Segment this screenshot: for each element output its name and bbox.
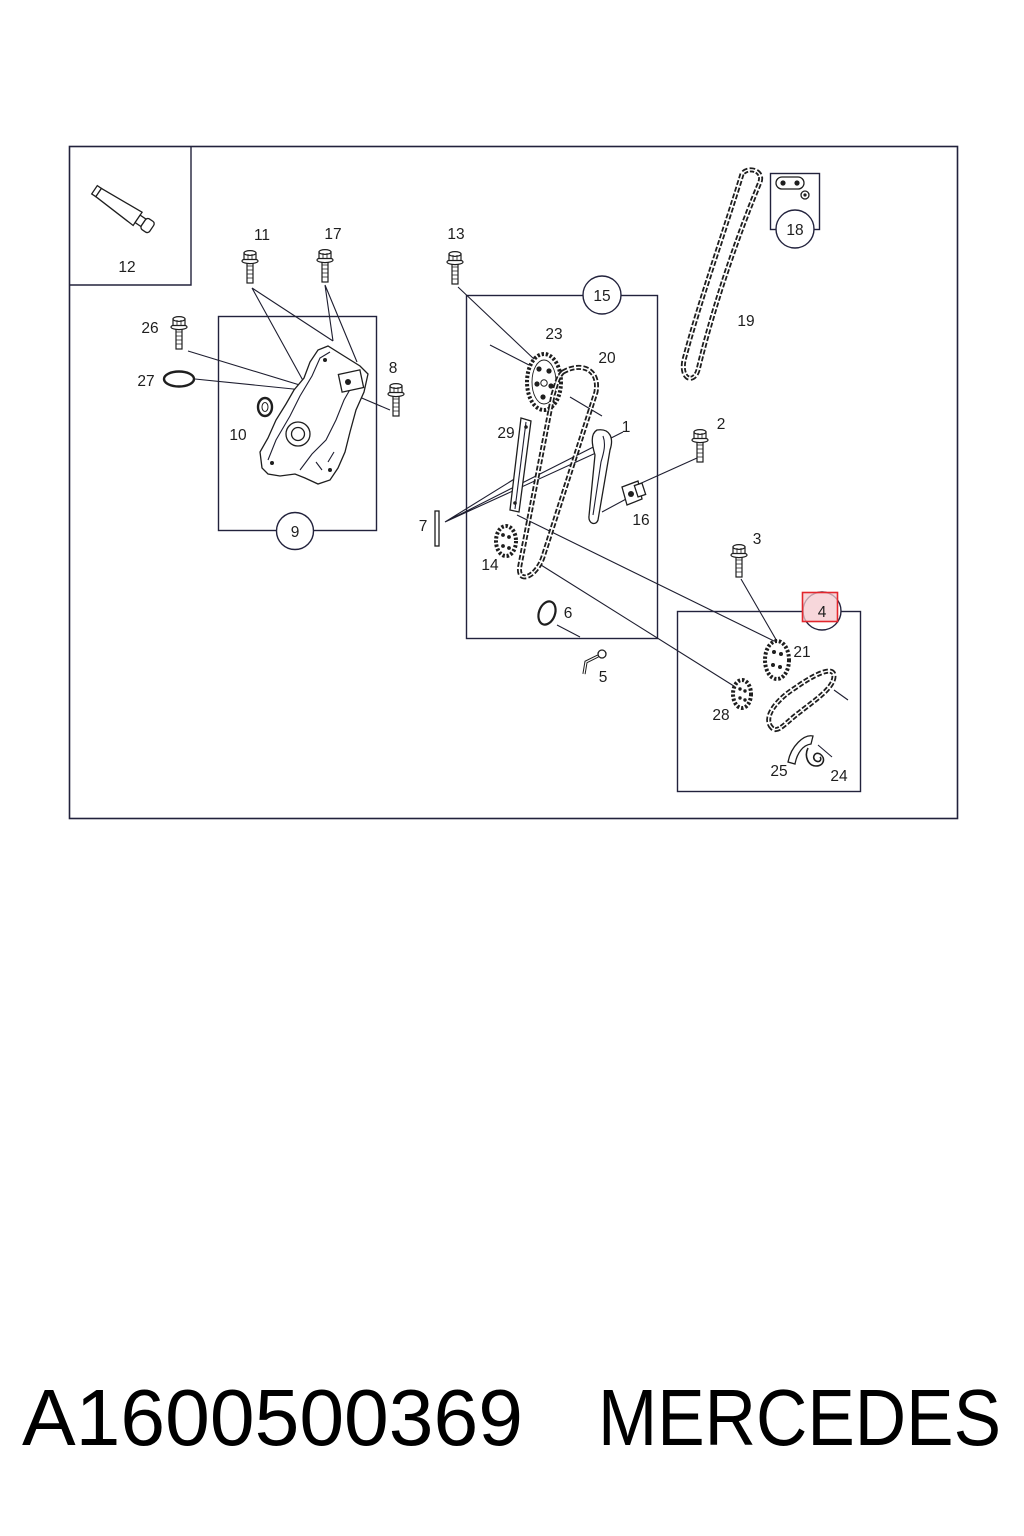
callout-1: 1 [622,419,631,436]
callout-25: 25 [770,763,787,780]
callout-10: 10 [229,427,247,444]
oil-pump-chain-icon [766,668,837,732]
guide-rail-29-icon [509,417,532,513]
o-ring-6-icon [537,600,557,626]
callout-11: 11 [254,227,270,244]
spare-timing-chain-19: 19 [680,167,764,381]
callout-17: 17 [324,226,341,243]
chain-tensioner-icon [621,480,647,506]
group-box-18: 18 [769,172,821,249]
camshaft-sprocket-icon [525,352,563,412]
group-callout-9-circle [275,511,315,551]
group-box-9: 11 17 26 27 8 10 9 [137,226,405,551]
sprocket-21-icon [763,639,791,681]
tensioner-rail-icon [588,429,613,525]
timing-chain-icon [517,364,599,580]
brand-name: MERCEDES [598,1373,1001,1462]
group-callout-15-circle [582,275,622,315]
callout-29: 29 [497,425,514,442]
group-callout-15: 15 [593,288,610,305]
callout-13: 13 [447,226,464,243]
crankshaft-sprocket-icon [494,524,518,558]
bolt-13-icon [446,251,464,285]
group-callout-18: 18 [786,222,803,239]
callout-7: 7 [419,518,428,535]
highlight-box [801,591,839,623]
callout-24: 24 [830,768,848,785]
group-callout-9: 9 [291,524,300,541]
callout-3: 3 [753,531,762,548]
group-callout-4: 4 [818,604,827,621]
bolt-2-icon [691,429,709,463]
callout-12: 12 [118,259,135,276]
callout-28: 28 [712,707,729,724]
timing-cover-icon [259,345,369,485]
callout-21: 21 [793,644,810,661]
part-number: A1600500369 [22,1373,523,1462]
group-box-15: 13 23 20 29 1 16 7 14 6 15 [419,226,777,689]
callout-26: 26 [141,320,158,337]
bolt-8-icon [387,383,405,417]
callout-2: 2 [717,416,726,433]
bolt-26-icon [170,316,188,350]
chain-link-icon [775,176,810,200]
callout-8: 8 [389,360,398,377]
o-ring-27-icon [162,370,196,388]
callout-16: 16 [632,512,649,529]
spring-24-icon [805,747,825,767]
diagram-frame [68,145,959,820]
callout-23: 23 [545,326,562,343]
group-box-4: 21 28 25 24 4 [676,591,862,793]
locking-pin-icon: 5 [582,649,608,686]
dowel-pin-icon [434,510,440,547]
shaft-seal-icon [256,396,274,418]
callout-19: 19 [737,313,754,330]
callout-27: 27 [137,373,154,390]
chain-guide-25-icon [787,735,814,765]
callout-6: 6 [564,605,573,622]
callout-14: 14 [481,557,499,574]
callout-5: 5 [599,669,608,686]
bolt-17-icon [316,249,334,283]
callout-20: 20 [598,350,616,367]
bolt-11-icon [241,250,259,284]
sealant-tube-icon [90,184,155,234]
group-callout-18-circle [775,209,815,249]
inset-box-12: 12 [69,146,192,286]
sprocket-28-icon [731,678,753,710]
bolt-3-icon [730,543,748,578]
